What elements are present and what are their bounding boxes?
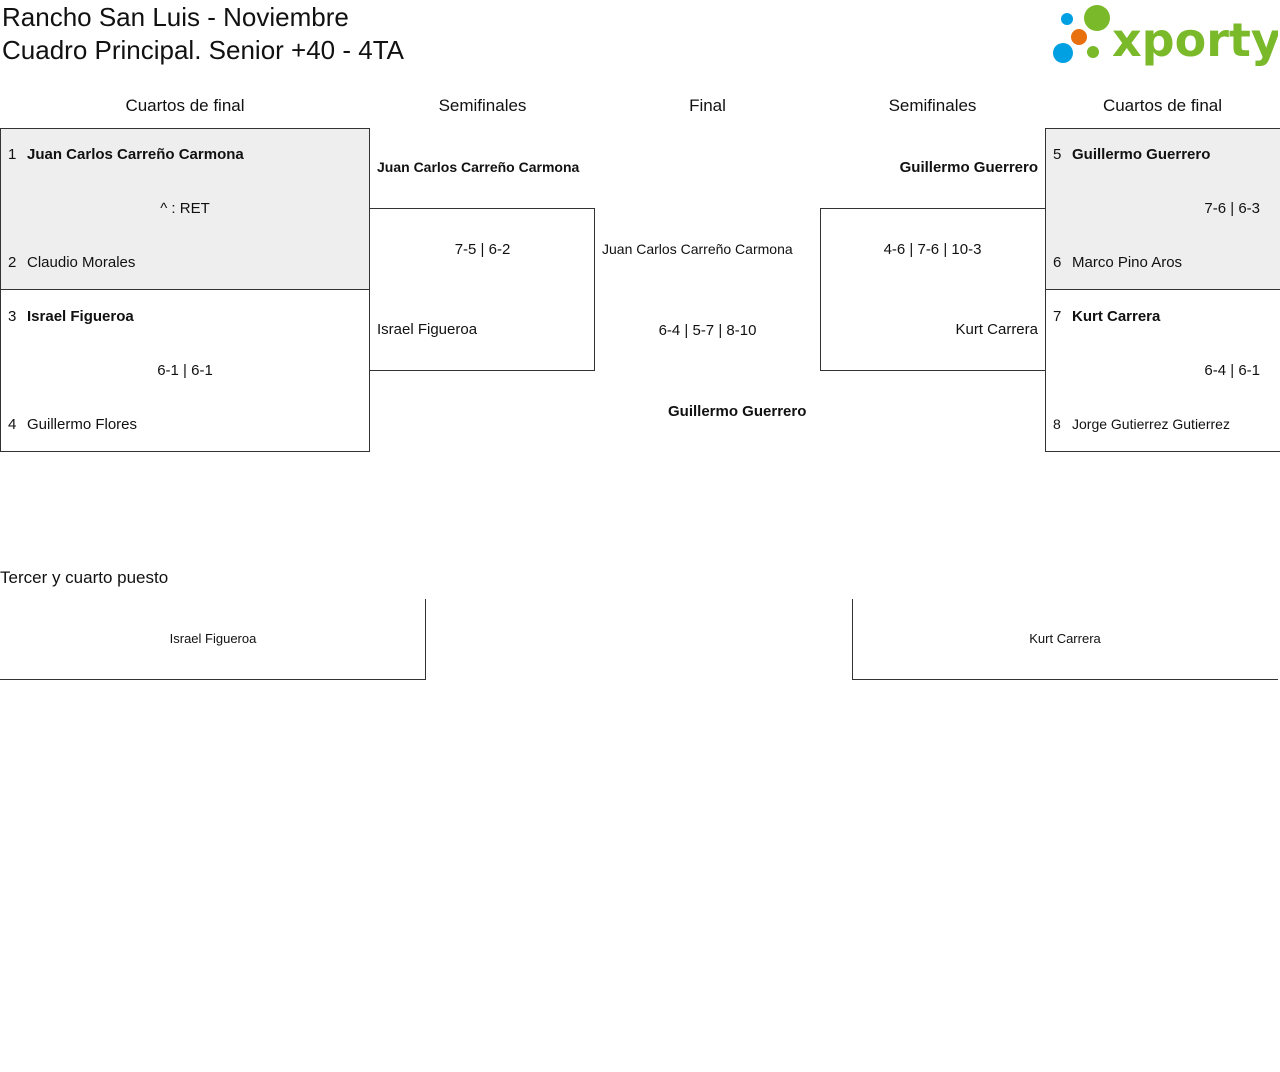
match-score: 7-5 | 6-2 [454, 241, 511, 258]
match-score: 7-6 | 6-3 [1204, 200, 1260, 217]
player-name: Guillermo Guerrero [899, 159, 1038, 176]
round-label-qf-right: Cuartos de final [1102, 96, 1223, 115]
third-place-title: Tercer y cuarto puesto [0, 568, 169, 587]
player-name: Israel Figueroa [27, 308, 134, 325]
third-place-match-right[interactable] [852, 599, 1278, 680]
player-name: Guillermo Guerrero [1072, 146, 1211, 163]
svg-text:xporty: xporty [1112, 13, 1278, 67]
seed: 1 [8, 146, 17, 163]
final-winner: Guillermo Guerrero [668, 403, 807, 420]
match-score: 4-6 | 7-6 | 10-3 [883, 241, 982, 258]
player-name: Israel Figueroa [377, 321, 478, 338]
player-name: Juan Carlos Carreño Carmona [377, 159, 580, 175]
seed: 6 [1053, 254, 1062, 271]
seed: 2 [8, 254, 17, 271]
seed: 5 [1053, 146, 1062, 163]
round-label-final: Final [689, 96, 726, 115]
player-name: Jorge Gutierrez Gutierrez [1072, 416, 1230, 432]
player-name: Claudio Morales [27, 254, 136, 271]
match-score: 6-4 | 5-7 | 8-10 [658, 322, 757, 339]
player-name: Marco Pino Aros [1072, 254, 1183, 271]
match-sf-1[interactable] [369, 208, 595, 371]
match-score: 6-1 | 6-1 [157, 362, 213, 379]
match-score: 6-4 | 6-1 [1204, 362, 1260, 379]
match-score: ^ : RET [160, 200, 210, 217]
match-sf-2[interactable] [820, 208, 1046, 371]
match-qf-1[interactable] [0, 128, 370, 290]
seed: 7 [1053, 308, 1062, 325]
player-name: Israel Figueroa [169, 631, 257, 646]
round-label-sf-right: Semifinales [888, 96, 977, 115]
player-name: Kurt Carrera [1029, 631, 1101, 646]
round-label-qf-left: Cuartos de final [125, 96, 245, 115]
seed: 8 [1053, 416, 1061, 432]
player-name: Guillermo Flores [27, 416, 138, 433]
player-name: Kurt Carrera [955, 321, 1038, 338]
round-label-sf-left: Semifinales [438, 96, 527, 115]
third-place-match-left[interactable] [0, 599, 426, 680]
match-qf-3[interactable] [1045, 128, 1280, 290]
xporty-logo: xporty [1050, 4, 1280, 68]
player-name: Juan Carlos Carreño Carmona [602, 241, 793, 257]
match-qf-4[interactable] [1045, 289, 1280, 452]
seed: 4 [8, 416, 17, 433]
player-name: Juan Carlos Carreño Carmona [27, 146, 244, 163]
draw-title: Cuadro Principal. Senior +40 - 4TA [2, 35, 404, 65]
seed: 3 [8, 308, 17, 325]
player-name: Kurt Carrera [1072, 308, 1161, 325]
tournament-title: Rancho San Luis - Noviembre [2, 2, 349, 32]
